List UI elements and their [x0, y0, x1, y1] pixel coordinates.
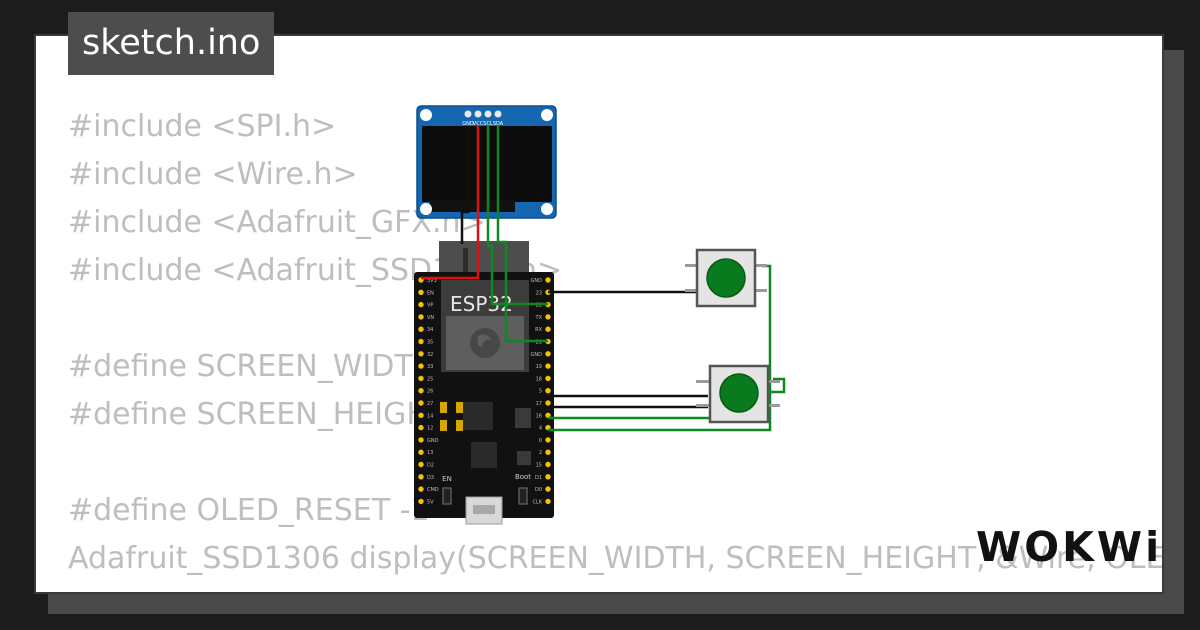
boot-label: Boot — [515, 473, 531, 481]
header-pin-label: 13 — [427, 450, 433, 456]
header-pin[interactable] — [418, 338, 424, 345]
header-pin[interactable] — [418, 388, 424, 394]
header-pin[interactable] — [545, 449, 551, 455]
pushbutton-1[interactable] — [685, 248, 767, 308]
header-pin[interactable] — [418, 351, 424, 357]
header-pin[interactable] — [418, 449, 424, 455]
header-pin-label: 25 — [427, 376, 433, 382]
header-pin-label: 16 — [536, 413, 542, 419]
header-pin-label: D3 — [427, 475, 434, 481]
header-pin[interactable] — [418, 474, 424, 480]
file-tab[interactable]: sketch.ino — [68, 12, 275, 75]
header-pin[interactable] — [545, 314, 551, 320]
header-pin-label: 32 — [427, 352, 433, 358]
header-pin-label: 21 — [536, 340, 542, 346]
oled-display[interactable]: GND VCC SCL SDA — [416, 105, 557, 219]
header-pin-label: EN — [427, 290, 434, 296]
header-pin[interactable] — [545, 351, 551, 357]
header-pin[interactable] — [418, 289, 424, 295]
header-pin-label: 5 — [539, 389, 542, 395]
header-pin-label: D1 — [535, 475, 542, 481]
esp32-board[interactable]: ESP32 EN Boot 3V3ENVPVN34353233252627141… — [414, 241, 554, 525]
wokwi-logo: WOKWi — [976, 523, 1163, 571]
header-pin[interactable] — [418, 314, 424, 320]
header-pin-label: 0 — [539, 438, 542, 444]
header-pin[interactable] — [545, 326, 551, 332]
en-label: EN — [442, 475, 452, 483]
header-pin[interactable] — [545, 486, 551, 492]
wire-vcc-oled — [421, 126, 480, 280]
code-line: #include <SPI.h> — [68, 109, 337, 144]
header-pin-label: 14 — [427, 413, 433, 419]
wires — [421, 126, 786, 432]
header-pin-label: 33 — [427, 364, 433, 370]
header-pin[interactable] — [545, 363, 551, 369]
header-pin[interactable] — [418, 301, 424, 308]
header-pin[interactable] — [418, 375, 424, 382]
header-pin[interactable] — [545, 437, 551, 443]
header-pin[interactable] — [418, 400, 424, 406]
code-line: #include <Adafruit_GFX.h> — [68, 205, 486, 240]
wire-gnd-oled — [460, 126, 470, 244]
header-pin-label: 35 — [427, 340, 433, 346]
header-pin[interactable] — [545, 277, 551, 283]
header-pin-label: 3V3 — [427, 278, 437, 284]
preview-card: #include <SPI.h> #include <Wire.h> #incl… — [34, 34, 1164, 594]
pushbutton-2[interactable] — [696, 364, 780, 424]
header-pin-label: GND — [531, 352, 543, 358]
en-button[interactable] — [442, 487, 452, 505]
header-pin[interactable] — [545, 375, 551, 382]
header-pin-label: 27 — [427, 401, 433, 407]
header-pin-label: VP — [427, 303, 433, 309]
header-pin-label: GND — [531, 278, 543, 284]
header-pin[interactable] — [418, 424, 424, 431]
header-pin-label: 26 — [427, 389, 433, 395]
header-pin[interactable] — [418, 437, 424, 443]
header-pin-label: 22 — [536, 303, 542, 309]
oled-pin-label: SDA — [493, 121, 504, 127]
header-pin[interactable] — [418, 486, 424, 492]
boot-button[interactable] — [518, 487, 528, 505]
header-pin-label: 12 — [427, 426, 433, 432]
oled-pin-label: GND — [462, 121, 474, 127]
header-pin-label: 17 — [536, 401, 542, 407]
wire-sda-oled — [496, 126, 548, 343]
header-pin-label: 5V — [427, 499, 434, 505]
header-pin-label: 15 — [536, 463, 542, 469]
header-pin-label: CLK — [532, 499, 542, 505]
header-pin[interactable] — [418, 461, 424, 468]
header-pin-label: 2 — [539, 450, 542, 456]
oled-pin-label: VCC — [473, 121, 484, 127]
header-pin[interactable] — [418, 412, 424, 418]
code-line: #define OLED_RESET -1 — [68, 493, 430, 528]
header-pin-label: 34 — [427, 327, 433, 333]
header-pin[interactable] — [545, 400, 551, 406]
header-pin-label: GND — [427, 438, 439, 444]
header-pin[interactable] — [545, 412, 551, 418]
header-pin[interactable] — [418, 363, 424, 369]
header-pin[interactable] — [418, 498, 424, 505]
wire-scl-oled — [486, 126, 548, 306]
header-pin[interactable] — [545, 461, 551, 468]
header-pin[interactable] — [545, 498, 551, 505]
header-pin-label: D0 — [535, 487, 542, 493]
header-pin[interactable] — [545, 388, 551, 394]
code-line: #include <Wire.h> — [68, 157, 358, 192]
header-pin[interactable] — [545, 474, 551, 480]
header-pin-label: RX — [535, 327, 542, 333]
header-pin-label: 23 — [536, 290, 542, 296]
header-pin-label: CMD — [427, 487, 439, 493]
code-line: Adafruit_SSD1306 display(SCREEN_WIDTH, S… — [68, 541, 1164, 576]
header-pin[interactable] — [418, 326, 424, 332]
header-pin-label: TX — [535, 315, 543, 321]
header-pin-label: 19 — [536, 364, 542, 370]
oled-pin-label: SCL — [483, 121, 493, 127]
header-pin-label: VN — [427, 315, 434, 321]
header-pin-label: 18 — [536, 376, 542, 382]
header-pin-label: D2 — [427, 463, 434, 469]
header-pin-label: 4 — [539, 426, 542, 432]
